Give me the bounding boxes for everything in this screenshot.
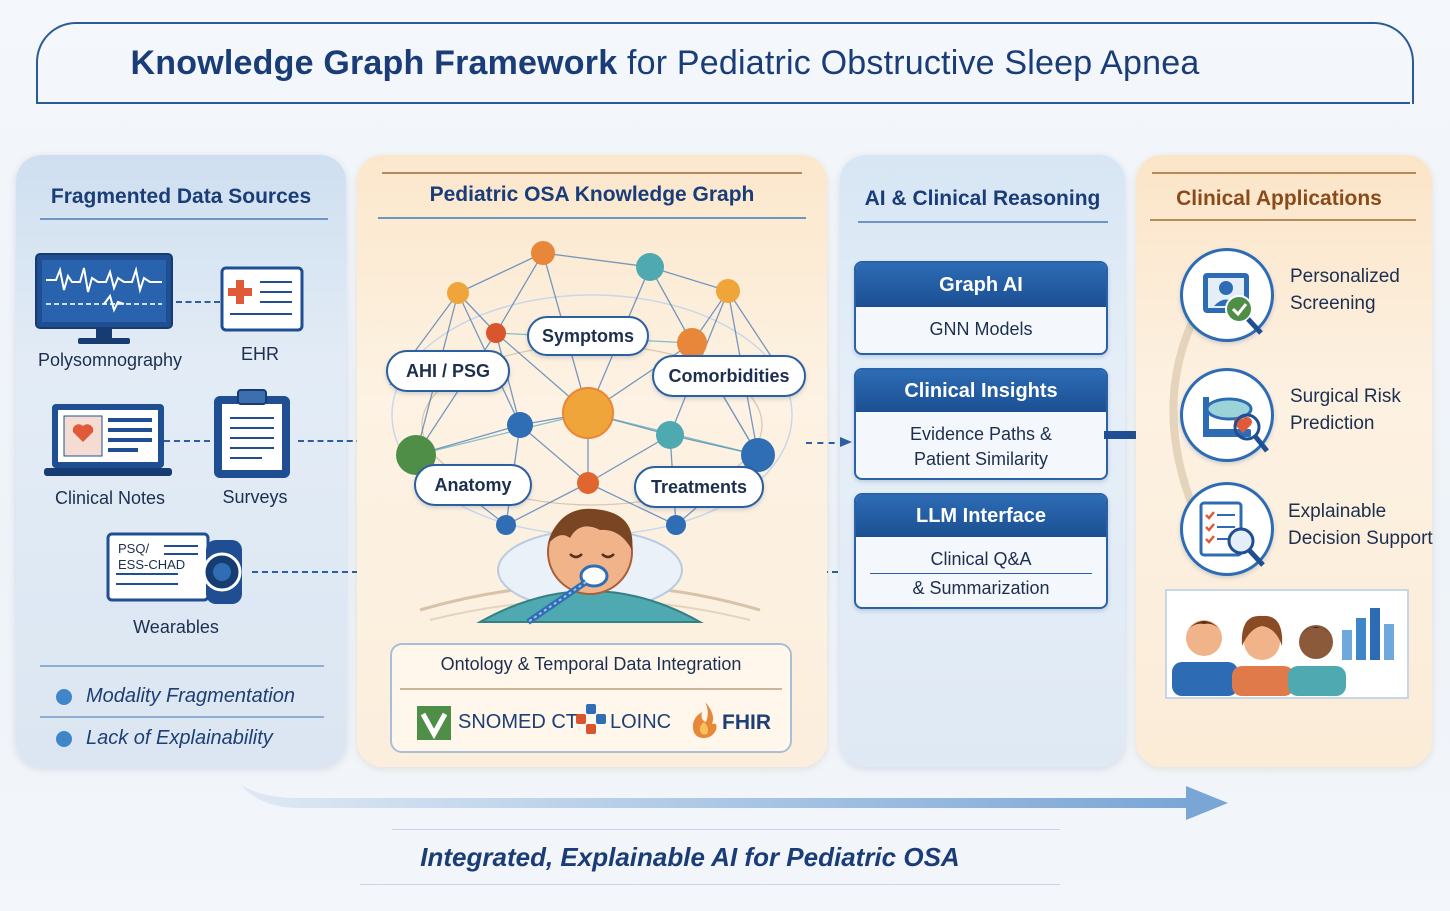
clinical-insights-body: Evidence Paths & Patient Similarity	[856, 412, 1106, 472]
ehr-icon	[220, 266, 304, 332]
footer-tagline: Integrated, Explainable AI for Pediatric…	[420, 842, 960, 872]
polysomnography-label: Polysomnography	[37, 350, 183, 370]
kg-node-comorbidities: Comorbidities	[652, 355, 806, 397]
page-title-bold: Knowledge Graph Framework	[130, 44, 618, 82]
issues-rule-mid	[40, 716, 324, 718]
graph-ai-title: Graph AI	[856, 263, 1106, 307]
app-personalized-screening-line2: Screening	[1290, 293, 1376, 314]
polysomnography-icon	[35, 253, 173, 344]
ai-heading-rule	[858, 221, 1108, 223]
kg-node-treatments: Treatments	[634, 466, 764, 508]
apps-heading-rule	[1150, 219, 1416, 221]
llm-interface-body: Clinical Q&A & Summarization	[856, 537, 1106, 602]
app-explainable-line2: Decision Support	[1288, 528, 1433, 549]
surveys-icon	[214, 389, 290, 478]
ai-heading: AI & Clinical Reasoning	[864, 187, 1101, 210]
wearables-label: Wearables	[133, 617, 219, 637]
clinical-insights-box: Clinical Insights Evidence Paths & Patie…	[854, 368, 1108, 480]
decision-support-icon	[1180, 482, 1274, 576]
patients-group-illustration	[1165, 589, 1409, 699]
survey-card-text: PSQ/ ESS-CHAD	[118, 541, 185, 573]
kg-node-symptoms: Symptoms	[527, 316, 649, 356]
kg-heading-rule-top	[382, 172, 802, 174]
footer-rule-bottom	[360, 884, 1060, 885]
issues-rule-top	[40, 665, 324, 667]
ontology-box	[390, 643, 792, 753]
apps-heading: Clinical Applications	[1176, 187, 1382, 210]
connector-psg-ehr	[176, 301, 220, 303]
clinical-insights-title: Clinical Insights	[856, 370, 1106, 412]
clinical-notes-icon	[44, 404, 172, 476]
app-surgical-risk-prediction: Surgical Risk Prediction	[1290, 383, 1401, 437]
clinical-notes-label: Clinical Notes	[54, 488, 166, 508]
app-surgical-risk-line1: Surgical Risk	[1290, 386, 1401, 407]
screening-icon	[1180, 248, 1274, 342]
graph-ai-body: GNN Models	[929, 319, 1033, 339]
footer-rule-top	[392, 829, 1060, 830]
survey-card-line1: PSQ/	[118, 541, 150, 556]
llm-interface-line1: Clinical Q&A	[870, 545, 1092, 574]
bullet-dot	[56, 689, 72, 705]
connector-surveys-kg	[298, 440, 382, 442]
issue-lack-of-explainability: Lack of Explainability	[86, 727, 273, 749]
ehr-label: EHR	[240, 344, 279, 364]
apps-heading-rule-top	[1152, 172, 1416, 174]
bullet-dot	[56, 731, 72, 747]
llm-interface-title: LLM Interface	[856, 495, 1106, 537]
title-frame	[36, 22, 1414, 104]
kg-node-ahi-psg: AHI / PSG	[386, 350, 510, 392]
connector-notes-surveys	[164, 440, 210, 442]
llm-interface-line2: & Summarization	[912, 578, 1050, 598]
llm-interface-box: LLM Interface Clinical Q&A & Summarizati…	[854, 493, 1108, 609]
issue-modality-fragmentation: Modality Fragmentation	[86, 685, 295, 707]
page-title-rest: for Pediatric Obstructive Sleep Apnea	[626, 44, 1200, 82]
title-underline	[38, 102, 1410, 104]
page-title: Knowledge Graph Framework for Pediatric …	[0, 44, 1330, 83]
loinc-icon	[576, 704, 606, 734]
app-surgical-risk-line2: Prediction	[1290, 413, 1375, 434]
fhir-label: FHIR	[722, 711, 771, 734]
snomed-ct-label: SNOMED CT	[458, 711, 578, 733]
sources-heading-rule	[40, 218, 328, 220]
arrowhead-kg-ai	[840, 437, 852, 447]
kg-heading: Pediatric OSA Knowledge Graph	[429, 183, 755, 206]
clinical-insights-line1: Evidence Paths &	[909, 424, 1053, 444]
graph-ai-box: Graph AI GNN Models	[854, 261, 1108, 355]
app-personalized-screening: Personalized Screening	[1290, 263, 1400, 317]
apps-flow-curve	[1169, 304, 1204, 512]
ontology-rule	[400, 688, 782, 690]
wearables-icon	[106, 532, 242, 604]
ontology-title: Ontology & Temporal Data Integration	[440, 654, 742, 674]
clinical-insights-line2: Patient Similarity	[913, 449, 1049, 469]
kg-node-anatomy: Anatomy	[414, 464, 532, 506]
surgical-risk-icon	[1180, 368, 1274, 462]
surveys-label: Surveys	[222, 487, 288, 507]
snomed-ct-icon	[417, 706, 451, 740]
sources-heading: Fragmented Data Sources	[50, 185, 312, 208]
app-explainable-decision-support: Explainable Decision Support	[1288, 498, 1433, 552]
kg-heading-rule	[378, 217, 806, 219]
app-personalized-screening-line1: Personalized	[1290, 266, 1400, 287]
loinc-label: LOINC	[610, 711, 672, 733]
app-explainable-line1: Explainable	[1288, 501, 1387, 522]
survey-card-line2: ESS-CHAD	[118, 557, 186, 572]
fhir-flame-icon	[692, 702, 717, 738]
flow-arrow-bottom	[240, 784, 1228, 820]
connector-kg-ai	[806, 442, 846, 444]
sleeping-child-illustration	[419, 508, 761, 625]
